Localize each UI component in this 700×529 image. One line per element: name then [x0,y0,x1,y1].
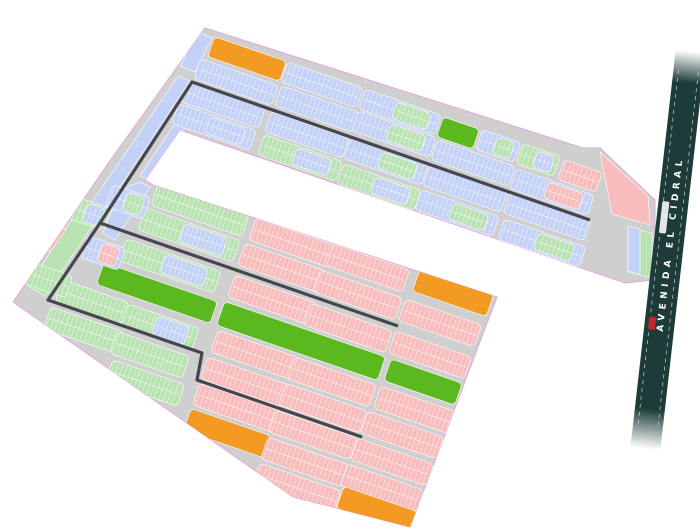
block-sold[interactable] [388,331,471,379]
block-amenity[interactable] [208,37,287,82]
main-road-1 [98,80,591,328]
block-available[interactable] [291,148,332,176]
block-sold[interactable] [398,299,481,347]
main-road-2 [46,222,363,439]
block-green_area[interactable] [217,302,386,381]
block-available[interactable] [194,59,278,106]
main-road-layer [46,80,591,439]
block-sold[interactable] [599,151,651,226]
block-available[interactable] [265,112,349,159]
block-reserved[interactable] [448,203,489,231]
avenue-road [630,49,700,451]
block-available[interactable] [82,203,105,227]
block-reserved[interactable] [385,124,426,152]
block-green_area[interactable] [437,117,480,149]
block-sold[interactable] [288,357,377,407]
block-sold[interactable] [543,182,584,210]
block-sold[interactable] [326,244,409,292]
block-sold[interactable] [304,303,393,353]
white-car-icon [659,201,670,234]
block-sold[interactable] [558,160,603,193]
block-available[interactable] [205,117,246,145]
block-reserved[interactable] [392,102,432,130]
block-sold[interactable] [279,383,368,433]
block-available[interactable] [423,166,507,213]
block-available[interactable] [179,224,228,257]
block-available[interactable] [281,62,363,108]
block-reserved[interactable] [122,192,145,216]
block-layer [14,31,653,527]
block-reserved[interactable] [110,332,189,378]
block-sold[interactable] [261,437,350,487]
block-available[interactable] [431,140,515,187]
block-sold[interactable] [201,357,290,407]
block-available[interactable] [627,225,641,275]
block-available[interactable] [160,255,209,288]
block-available[interactable] [503,193,591,241]
block-green_area[interactable] [384,359,462,405]
block-available[interactable] [152,316,190,345]
block-reserved[interactable] [492,137,515,159]
block-green_area[interactable] [97,263,218,324]
block-sold[interactable] [314,270,403,320]
avenue-lane-line [637,69,679,428]
block-available[interactable] [370,177,411,205]
block-reserved[interactable] [377,152,418,180]
block-available[interactable] [275,86,359,133]
block-available[interactable] [179,31,213,73]
block-sold[interactable] [360,411,443,459]
block-sold[interactable] [373,386,456,434]
block-sold[interactable] [193,383,282,433]
block-reserved[interactable] [43,307,122,353]
block-sold[interactable] [269,410,358,460]
red-car-icon [648,316,657,330]
block-reserved[interactable] [151,183,249,236]
block-available[interactable] [532,151,555,173]
block-sold[interactable] [97,243,120,267]
block-reserved[interactable] [533,233,575,262]
